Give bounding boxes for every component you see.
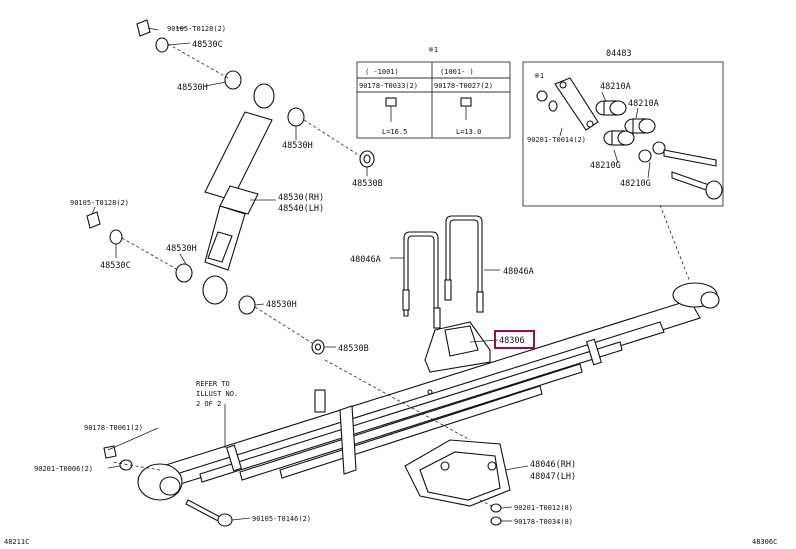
table-col1-length: L=16.5 bbox=[382, 128, 407, 136]
shackle-kit-box: 04483 ※1 48210A 48210A 90201-T0014(2) 48 bbox=[522, 49, 724, 207]
refer-note-line2: ILLUST NO. bbox=[196, 390, 238, 398]
label-48530h-top[interactable]: 48530H bbox=[177, 83, 208, 93]
label-90105-t0128-top[interactable]: 90105-T0128(2) bbox=[167, 25, 226, 33]
label-90105-t0146[interactable]: 90105-T0146(2) bbox=[252, 515, 311, 523]
label-48210a-2: 48210A bbox=[628, 99, 659, 109]
part-labels: 90105-T0128(2) 48530C 48530H 48530H 4853… bbox=[34, 25, 576, 526]
refer-note-line1: REFER TO bbox=[196, 380, 230, 388]
label-48046-rh[interactable]: 48046(RH) bbox=[530, 460, 576, 470]
label-90178-t0034[interactable]: 90178-T0034(8) bbox=[514, 518, 573, 526]
label-90201-t0012[interactable]: 90201-T0012(8) bbox=[514, 504, 573, 512]
label-48210g-1: 48210G bbox=[590, 161, 621, 171]
label-48530b-mid[interactable]: 48530B bbox=[352, 179, 383, 189]
refer-note-line3: 2 OF 2 bbox=[196, 400, 221, 408]
small-parts bbox=[86, 19, 502, 527]
label-48046a-left[interactable]: 48046A bbox=[350, 255, 381, 265]
label-48530c-top[interactable]: 48530C bbox=[192, 40, 223, 50]
u-bolts bbox=[402, 215, 484, 329]
label-48530h-mid[interactable]: 48530H bbox=[282, 141, 313, 151]
label-90178-t0061[interactable]: 90178-T0061(2) bbox=[84, 424, 143, 432]
table-col1-head: ( -1001) bbox=[365, 68, 399, 76]
label-90201-t0006[interactable]: 90201-T0006(2) bbox=[34, 465, 93, 473]
highlight-box-48306 bbox=[494, 330, 535, 349]
label-48047-lh[interactable]: 48047(LH) bbox=[530, 472, 576, 482]
label-48530-rh[interactable]: 48530(RH) bbox=[278, 193, 324, 203]
label-48210g-2: 48210G bbox=[620, 179, 651, 189]
label-48530b-low[interactable]: 48530B bbox=[338, 344, 369, 354]
label-48530h-left[interactable]: 48530H bbox=[166, 244, 197, 254]
table-col2-part: 90178-T0027(2) bbox=[434, 82, 493, 90]
leaf-spring-illustration bbox=[137, 282, 720, 507]
label-48530h-low[interactable]: 48530H bbox=[266, 300, 297, 310]
footer-right-code: 48306C bbox=[752, 538, 777, 546]
table-col2-length: L=13.0 bbox=[456, 128, 481, 136]
label-48530c-left[interactable]: 48530C bbox=[100, 261, 131, 271]
leader-lines bbox=[91, 27, 529, 522]
table-mark: ※1 bbox=[428, 46, 438, 54]
table-col1-part: 90178-T0033(2) bbox=[359, 82, 418, 90]
table-col2-head: (1001- ) bbox=[440, 68, 474, 76]
kit-title: 04483 bbox=[606, 49, 632, 59]
footer-left-code: 48211C bbox=[4, 538, 29, 546]
bolt-length-table: ※1 ( -1001) (1001- ) 90178-T0033(2) 9017… bbox=[356, 46, 511, 139]
label-48540-lh[interactable]: 48540(LH) bbox=[278, 204, 324, 214]
assembly-lines bbox=[111, 43, 691, 507]
label-48306[interactable]: 48306 bbox=[499, 336, 525, 346]
label-90201-t0014: 90201-T0014(2) bbox=[527, 136, 586, 144]
shock-absorber-illustration bbox=[202, 83, 275, 305]
label-48046a-right[interactable]: 48046A bbox=[503, 267, 534, 277]
kit-mark: ※1 bbox=[534, 72, 544, 80]
label-90105-t0128-left[interactable]: 90105-T0128(2) bbox=[70, 199, 129, 207]
label-48210a-1: 48210A bbox=[600, 82, 631, 92]
